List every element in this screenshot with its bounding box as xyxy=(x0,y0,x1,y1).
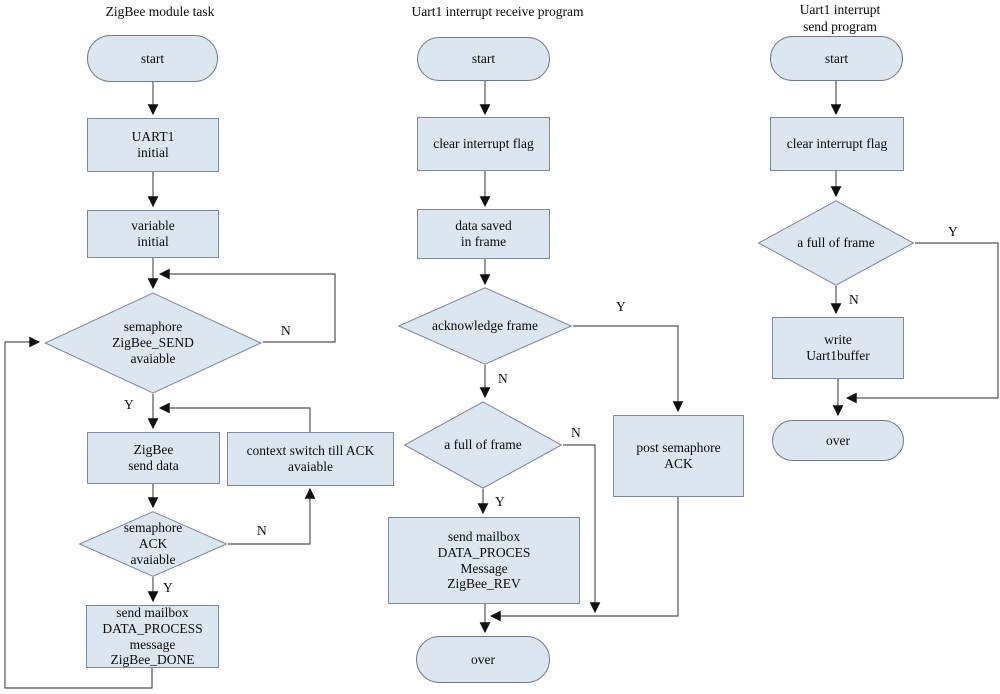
c3-clear-interrupt-flag-box: clear interrupt flag xyxy=(770,117,904,171)
c1-context-switch-label: context switch till ACK avaiable xyxy=(246,443,375,474)
c2-post-semaphore-ack-label: post semaphore ACK xyxy=(636,440,721,471)
c1-zigbee-send-data-box: ZigBee send data xyxy=(87,432,220,484)
c1-context-switch-box: context switch till ACK avaiable xyxy=(227,432,394,486)
column1-title: ZigBee module task xyxy=(105,4,215,19)
c3-branch-n-label: N xyxy=(849,292,859,307)
c3-over-label: over xyxy=(826,432,850,448)
wire-c1-context-return xyxy=(158,402,311,432)
c2-data-saved-box: data saved in frame xyxy=(417,209,550,259)
c1-branch-n1-label: N xyxy=(281,323,291,338)
c3-over-terminator: over xyxy=(772,420,904,461)
c1-branch-y1-label: Y xyxy=(124,397,134,412)
column3-title: Uart1 interrupt send program xyxy=(799,2,881,34)
wire-c1-ack-n-to-context xyxy=(228,487,316,545)
wire-c2-ackframe-y-to-postack xyxy=(573,325,684,413)
c1-send-mailbox-done-box: send mailbox DATA_PROCESS message ZigBee… xyxy=(86,605,219,668)
c2-clear-interrupt-flag-label: clear interrupt flag xyxy=(433,136,534,152)
wire-c1-send-n-loop xyxy=(158,268,336,343)
c2-acknowledge-frame-decision: acknowledge frame xyxy=(397,287,573,365)
c1-send-mailbox-done-label: send mailbox DATA_PROCESS message ZigBee… xyxy=(102,604,203,668)
diamond-shape xyxy=(397,287,573,365)
wire-c3-fullframe-y-bypass xyxy=(845,242,999,404)
c2-data-saved-label: data saved in frame xyxy=(455,218,512,249)
c1-semaphore-send-decision: semaphore ZigBee_SEND avaiable xyxy=(43,292,263,394)
c3-start-terminator: start xyxy=(770,36,903,81)
c1-uart1-initial-box: UART1 initial xyxy=(87,118,219,172)
c1-branch-n2-label: N xyxy=(257,523,267,538)
c3-start-label: start xyxy=(824,50,849,66)
diamond-shape xyxy=(757,200,915,286)
c1-start-label: start xyxy=(140,50,165,66)
c2-branch-y1-label: Y xyxy=(616,299,626,314)
c3-clear-interrupt-flag-label: clear interrupt flag xyxy=(786,136,888,152)
c2-branch-n1-label: N xyxy=(498,371,508,386)
c2-acknowledge-frame-label: acknowledge frame xyxy=(431,318,539,334)
wire-c2-postack-merge xyxy=(489,497,679,622)
c3-write-uart1buffer-box: write Uart1buffer xyxy=(772,317,904,379)
c2-send-mailbox-rev-box: send mailbox DATA_PROCES Message ZigBee_… xyxy=(388,517,580,604)
c3-write-uart1buffer-label: write Uart1buffer xyxy=(806,332,870,363)
wire-c2-fullframe-n-down xyxy=(563,444,601,614)
c1-variable-initial-box: variable initial xyxy=(87,210,219,258)
c3-full-of-frame-decision: a full of frame xyxy=(757,200,915,286)
c1-semaphore-ack-label: semaphore ACK avaiable xyxy=(123,520,183,567)
c2-start-terminator: start xyxy=(417,37,550,81)
c2-send-mailbox-rev-label: send mailbox DATA_PROCES Message ZigBee_… xyxy=(437,528,531,592)
c1-start-terminator: start xyxy=(87,35,218,82)
diamond-shape xyxy=(78,511,228,577)
diamond-shape xyxy=(43,292,263,394)
c1-variable-initial-label: variable initial xyxy=(131,218,175,249)
c1-semaphore-send-label: semaphore ZigBee_SEND avaiable xyxy=(112,319,194,366)
c2-full-of-frame-label: a full of frame xyxy=(444,437,522,453)
c2-post-semaphore-ack-box: post semaphore ACK xyxy=(613,415,744,497)
c2-start-label: start xyxy=(471,51,496,67)
c2-over-terminator: over xyxy=(416,636,550,683)
c3-full-of-frame-label: a full of frame xyxy=(797,235,875,251)
c2-over-label: over xyxy=(471,651,495,667)
c2-branch-n2-label: N xyxy=(571,425,581,440)
c2-full-of-frame-decision: a full of frame xyxy=(403,401,563,489)
c1-branch-y2-label: Y xyxy=(163,580,173,595)
c2-clear-interrupt-flag-box: clear interrupt flag xyxy=(417,117,550,171)
column2-title: Uart1 interrupt receive program xyxy=(411,4,584,19)
c3-branch-y-label: Y xyxy=(948,224,958,239)
c1-semaphore-ack-decision: semaphore ACK avaiable xyxy=(78,511,228,577)
diamond-shape xyxy=(403,401,563,489)
c2-branch-y2-label: Y xyxy=(495,494,505,509)
wire-c1-feedback-loop xyxy=(4,336,153,689)
c1-uart1-initial-label: UART1 initial xyxy=(131,129,175,160)
c1-zigbee-send-data-label: ZigBee send data xyxy=(128,442,179,473)
